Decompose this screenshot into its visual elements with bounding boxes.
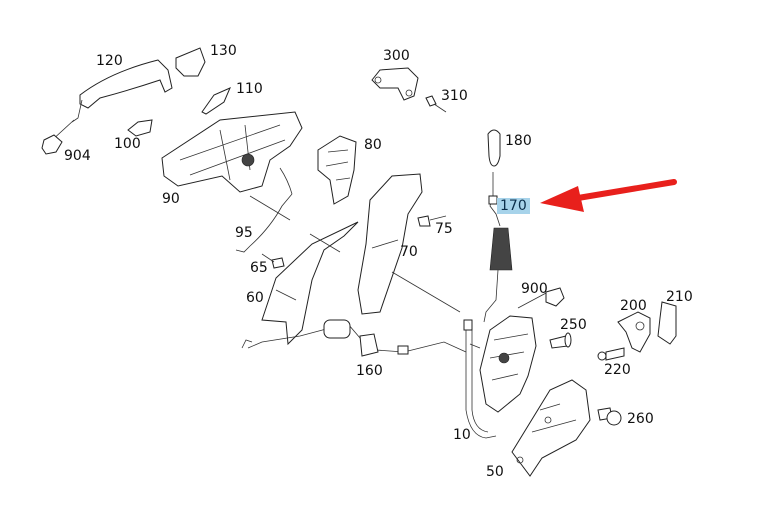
part-70-cover[interactable] bbox=[357, 173, 423, 315]
label-250[interactable]: 250 bbox=[560, 317, 587, 333]
part-100-gasket[interactable] bbox=[127, 119, 153, 137]
label-904[interactable]: 904 bbox=[64, 148, 91, 164]
label-130[interactable]: 130 bbox=[210, 43, 237, 59]
label-120[interactable]: 120 bbox=[96, 53, 123, 69]
part-300-bracket[interactable] bbox=[371, 67, 419, 101]
part-200-striker[interactable] bbox=[617, 311, 651, 353]
part-220-screw[interactable] bbox=[597, 347, 625, 361]
label-10[interactable]: 10 bbox=[453, 427, 471, 443]
part-90-handle-carrier[interactable] bbox=[161, 111, 303, 195]
part-95-rod[interactable] bbox=[235, 193, 293, 253]
label-60[interactable]: 60 bbox=[246, 290, 264, 306]
part-250-bolt[interactable] bbox=[549, 332, 572, 349]
label-200[interactable]: 200 bbox=[620, 298, 647, 314]
label-65[interactable]: 65 bbox=[250, 260, 268, 276]
part-180-lock-knob[interactable] bbox=[487, 129, 501, 167]
label-110[interactable]: 110 bbox=[236, 81, 263, 97]
part-160-cable[interactable] bbox=[241, 319, 467, 357]
part-120-outside-handle[interactable] bbox=[49, 59, 173, 143]
part-65-clip[interactable] bbox=[261, 253, 285, 269]
label-300[interactable]: 300 bbox=[383, 48, 410, 64]
part-110-gasket[interactable] bbox=[201, 87, 231, 115]
label-50[interactable]: 50 bbox=[486, 464, 504, 480]
label-75[interactable]: 75 bbox=[435, 221, 453, 237]
lock-rod-bellows bbox=[483, 227, 513, 323]
part-904-connector[interactable] bbox=[41, 134, 63, 155]
part-210-plate[interactable] bbox=[657, 301, 677, 345]
part-60-cover[interactable] bbox=[261, 221, 359, 346]
label-170-highlighted[interactable]: 170 bbox=[497, 198, 530, 214]
part-10-cable[interactable] bbox=[463, 319, 497, 439]
red-arrow-pointer bbox=[540, 179, 677, 212]
label-180[interactable]: 180 bbox=[505, 133, 532, 149]
part-80-bracket[interactable] bbox=[317, 135, 357, 205]
label-70[interactable]: 70 bbox=[400, 244, 418, 260]
label-90[interactable]: 90 bbox=[162, 191, 180, 207]
label-260[interactable]: 260 bbox=[627, 411, 654, 427]
label-210[interactable]: 210 bbox=[666, 289, 693, 305]
label-95[interactable]: 95 bbox=[235, 225, 253, 241]
label-100[interactable]: 100 bbox=[114, 136, 141, 152]
part-75-clip[interactable] bbox=[417, 215, 447, 227]
label-310[interactable]: 310 bbox=[441, 88, 468, 104]
part-310-screw[interactable] bbox=[425, 95, 447, 113]
part-lock-assembly[interactable] bbox=[479, 315, 537, 413]
part-260-screw[interactable] bbox=[597, 407, 622, 426]
part-50-bracket[interactable] bbox=[511, 379, 591, 477]
label-160[interactable]: 160 bbox=[356, 363, 383, 379]
label-900[interactable]: 900 bbox=[521, 281, 548, 297]
part-130-cap[interactable] bbox=[175, 47, 206, 77]
part-900-connector[interactable] bbox=[545, 287, 565, 307]
label-80[interactable]: 80 bbox=[364, 137, 382, 153]
label-220[interactable]: 220 bbox=[604, 362, 631, 378]
